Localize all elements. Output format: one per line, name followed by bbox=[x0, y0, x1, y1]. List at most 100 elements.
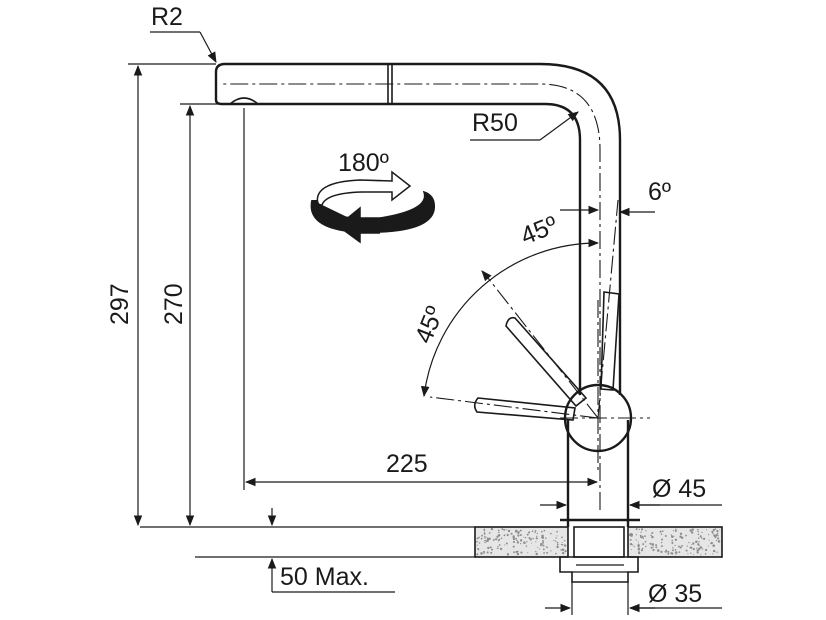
countertop-speckle bbox=[714, 528, 717, 530]
countertop-speckle bbox=[645, 545, 647, 548]
countertop-speckle bbox=[497, 534, 501, 537]
countertop-speckle bbox=[667, 552, 670, 555]
deck-dimension bbox=[267, 508, 395, 593]
countertop-speckle bbox=[650, 534, 652, 537]
countertop-speckle bbox=[556, 535, 558, 537]
lever-horizontal bbox=[473, 397, 576, 421]
countertop-speckle bbox=[510, 532, 513, 535]
countertop-speckle bbox=[675, 528, 677, 531]
countertop-speckle bbox=[685, 534, 687, 537]
countertop-speckle bbox=[556, 543, 559, 546]
countertop-speckle bbox=[535, 552, 538, 556]
radius-leaders bbox=[150, 31, 579, 141]
countertop-speckle bbox=[691, 543, 693, 546]
countertop-speckle bbox=[542, 541, 545, 544]
countertop-speckle bbox=[659, 530, 662, 533]
countertop-speckle bbox=[697, 543, 700, 546]
countertop-speckle bbox=[698, 544, 700, 547]
countertop-speckle bbox=[523, 536, 525, 538]
countertop-speckle bbox=[630, 534, 633, 537]
rotation-arrow-bottom bbox=[310, 190, 436, 244]
label-angle-upper: 45º bbox=[517, 211, 562, 251]
countertop-speckle bbox=[665, 549, 668, 552]
countertop-speckle bbox=[561, 544, 564, 546]
countertop-speckle bbox=[652, 548, 655, 552]
countertop-speckle bbox=[512, 545, 515, 548]
countertop-speckle bbox=[642, 537, 645, 540]
countertop-speckle bbox=[485, 540, 488, 543]
countertop-speckle bbox=[562, 551, 565, 555]
countertop-speckle bbox=[545, 546, 548, 548]
countertop-speckle bbox=[693, 554, 694, 555]
rotation-band bbox=[311, 200, 360, 228]
countertop-speckle bbox=[553, 539, 555, 542]
countertop-speckle bbox=[700, 537, 703, 539]
countertop-speckle bbox=[536, 535, 538, 537]
countertop-speckle bbox=[476, 544, 478, 546]
label-dia-35: Ø 35 bbox=[648, 580, 702, 608]
base-fitting bbox=[559, 526, 639, 583]
countertop-speckle bbox=[541, 536, 545, 540]
countertop-speckle bbox=[651, 532, 654, 534]
countertop-speckles bbox=[476, 527, 721, 556]
countertop-speckle bbox=[516, 539, 518, 542]
countertop-speckle bbox=[691, 531, 694, 534]
countertop-speckle bbox=[534, 531, 536, 534]
countertop-speckle bbox=[540, 536, 543, 538]
countertop-speckle bbox=[674, 551, 678, 554]
countertop-speckle bbox=[483, 530, 486, 532]
countertop-speckle bbox=[516, 552, 520, 556]
countertop-speckle bbox=[644, 535, 646, 538]
label-height-297: 297 bbox=[106, 283, 134, 325]
countertop-speckle bbox=[719, 528, 721, 530]
countertop-speckle bbox=[560, 549, 563, 551]
countertop-speckle bbox=[672, 549, 674, 552]
countertop-speckle bbox=[660, 541, 663, 544]
countertop-speckle bbox=[531, 542, 533, 544]
countertop-speckle bbox=[525, 536, 527, 539]
countertop-speckle bbox=[708, 539, 710, 541]
countertop-speckle bbox=[716, 551, 718, 553]
countertop-speckle bbox=[640, 549, 644, 552]
diameter-dimensions bbox=[540, 500, 722, 615]
countertop-speckle bbox=[717, 533, 719, 535]
countertop-speckle bbox=[490, 527, 494, 531]
countertop-speckle bbox=[667, 550, 670, 553]
countertop-speckle bbox=[556, 541, 559, 544]
countertop-speckle bbox=[713, 534, 716, 537]
countertop-speckle bbox=[535, 537, 538, 540]
countertop-speckle bbox=[561, 541, 563, 543]
countertop-speckle bbox=[525, 545, 528, 547]
countertop-speckle bbox=[480, 537, 483, 540]
rotation-symbol bbox=[310, 170, 436, 244]
countertop-speckle bbox=[483, 550, 485, 553]
countertop-speckle bbox=[481, 534, 483, 537]
countertop-speckle bbox=[483, 532, 486, 535]
countertop-speckle bbox=[671, 539, 673, 542]
countertop-speckle bbox=[649, 542, 652, 545]
countertop-speckle bbox=[504, 544, 506, 546]
countertop-speckle bbox=[497, 545, 499, 548]
countertop-speckle bbox=[686, 545, 688, 547]
countertop-speckle bbox=[540, 543, 543, 546]
countertop-speckle bbox=[696, 551, 699, 554]
countertop-speckle bbox=[505, 542, 508, 545]
countertop-speckle bbox=[486, 536, 488, 539]
label-r50: R50 bbox=[472, 109, 518, 137]
countertop-speckle bbox=[526, 533, 529, 536]
countertop-speckle bbox=[500, 537, 503, 539]
countertop-speckle bbox=[476, 537, 479, 540]
countertop-speckle bbox=[541, 534, 544, 538]
spout-outer-edge bbox=[225, 62, 622, 395]
countertop-speckle bbox=[715, 539, 718, 542]
countertop-speckle bbox=[660, 550, 663, 554]
label-deck-50: 50 Max. bbox=[280, 563, 369, 591]
countertop-speckle bbox=[516, 541, 520, 544]
countertop-speckle bbox=[556, 530, 558, 533]
countertop-speckle bbox=[550, 550, 552, 552]
countertop-speckle bbox=[503, 534, 506, 537]
countertop-speckle bbox=[710, 541, 713, 545]
countertop-speckle bbox=[519, 529, 522, 532]
countertop-speckle bbox=[496, 538, 498, 540]
countertop-speckle bbox=[484, 536, 486, 538]
